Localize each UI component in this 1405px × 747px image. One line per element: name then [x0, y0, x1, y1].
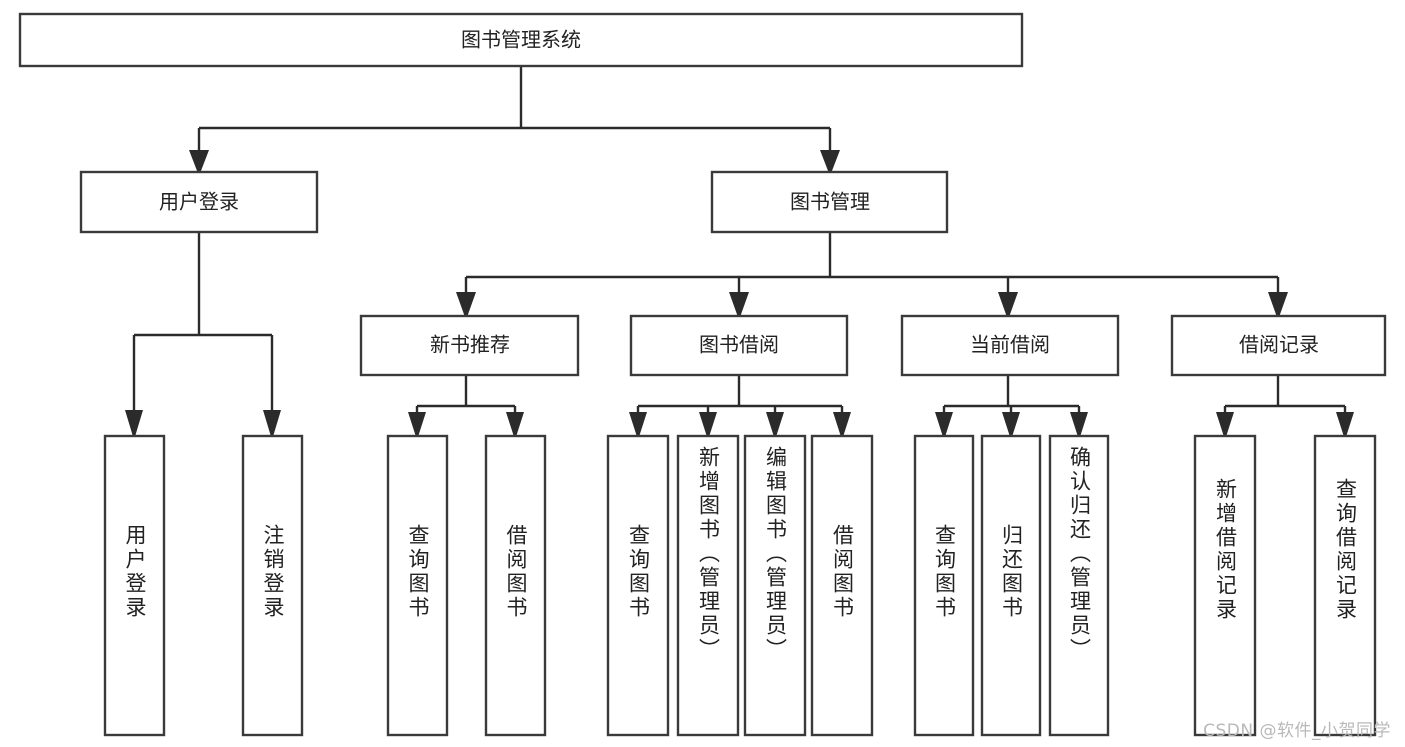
node-root-label: 图书管理系统	[461, 28, 581, 52]
leaf-box-records-add-record[interactable]	[1193, 434, 1257, 737]
leaf-box-borrow-add-book-admin[interactable]	[676, 434, 740, 737]
arrowhead-layer	[125, 150, 1354, 440]
leaf-box-borrow-borrow-book[interactable]	[810, 434, 874, 737]
node-user-login-label: 用户登录	[159, 190, 239, 214]
leaf-box-new-query-books[interactable]	[386, 434, 449, 737]
arrow-icon-root-user	[189, 150, 209, 176]
node-book-management-label: 图书管理	[790, 190, 870, 214]
node-layer: 图书管理系统 用户登录 图书管理 新书推荐 图书借阅 当前借阅 借阅记录	[18, 12, 1387, 737]
leaf-box-borrow-edit-book-admin[interactable]	[743, 434, 807, 737]
arrow-icon-books-borrow	[729, 292, 749, 320]
leaf-box-user-logout[interactable]	[241, 434, 304, 737]
node-borrow-records-label: 借阅记录	[1239, 333, 1319, 357]
node-new-book-recommend[interactable]	[359, 314, 580, 377]
arrow-icon-user-l1	[125, 410, 143, 440]
node-current-borrow[interactable]	[900, 314, 1120, 377]
leaf-box-new-borrow-books[interactable]	[484, 434, 547, 737]
arrow-icon-new-l1	[408, 412, 426, 440]
leaf-box-borrow-query-books[interactable]	[606, 434, 670, 737]
arrow-icon-books-new	[456, 292, 476, 320]
arrow-icon-new-l2	[506, 412, 524, 440]
leaf-box-records-query-record[interactable]	[1313, 434, 1377, 737]
node-borrow-records[interactable]	[1170, 314, 1387, 377]
node-new-book-recommend-label: 新书推荐	[430, 333, 510, 357]
node-book-management[interactable]	[710, 170, 949, 234]
arrow-icon-borrow-l4	[833, 412, 851, 440]
arrow-icon-borrow-l2	[699, 412, 717, 440]
arrow-icon-root-books	[820, 150, 840, 176]
arrow-icon-records-l2	[1336, 412, 1354, 440]
arrow-icon-books-records	[1268, 292, 1288, 320]
leaf-box-current-query-books[interactable]	[913, 434, 975, 737]
node-book-borrow-label: 图书借阅	[699, 333, 779, 357]
arrow-icon-current-l3	[1070, 412, 1088, 440]
leaf-box-user-login[interactable]	[103, 434, 166, 737]
arrow-icon-borrow-l3	[766, 412, 784, 440]
node-book-borrow[interactable]	[629, 314, 849, 377]
arrow-icon-user-l2	[263, 410, 281, 440]
arrow-icon-current-l1	[935, 412, 953, 440]
node-current-borrow-label: 当前借阅	[970, 333, 1050, 357]
watermark: CSDN @软件_小贺同学	[1203, 721, 1391, 741]
leaf-box-current-return-books[interactable]	[980, 434, 1042, 737]
leaf-box-current-confirm-return-admin[interactable]	[1048, 434, 1110, 737]
arrow-icon-books-current	[998, 292, 1018, 320]
arrow-icon-borrow-l1	[629, 412, 647, 440]
arrow-icon-current-l2	[1002, 412, 1020, 440]
node-root[interactable]	[18, 12, 1024, 68]
connector-layer	[132, 66, 1347, 436]
node-user-login[interactable]	[79, 170, 319, 234]
arrow-icon-records-l1	[1216, 412, 1234, 440]
